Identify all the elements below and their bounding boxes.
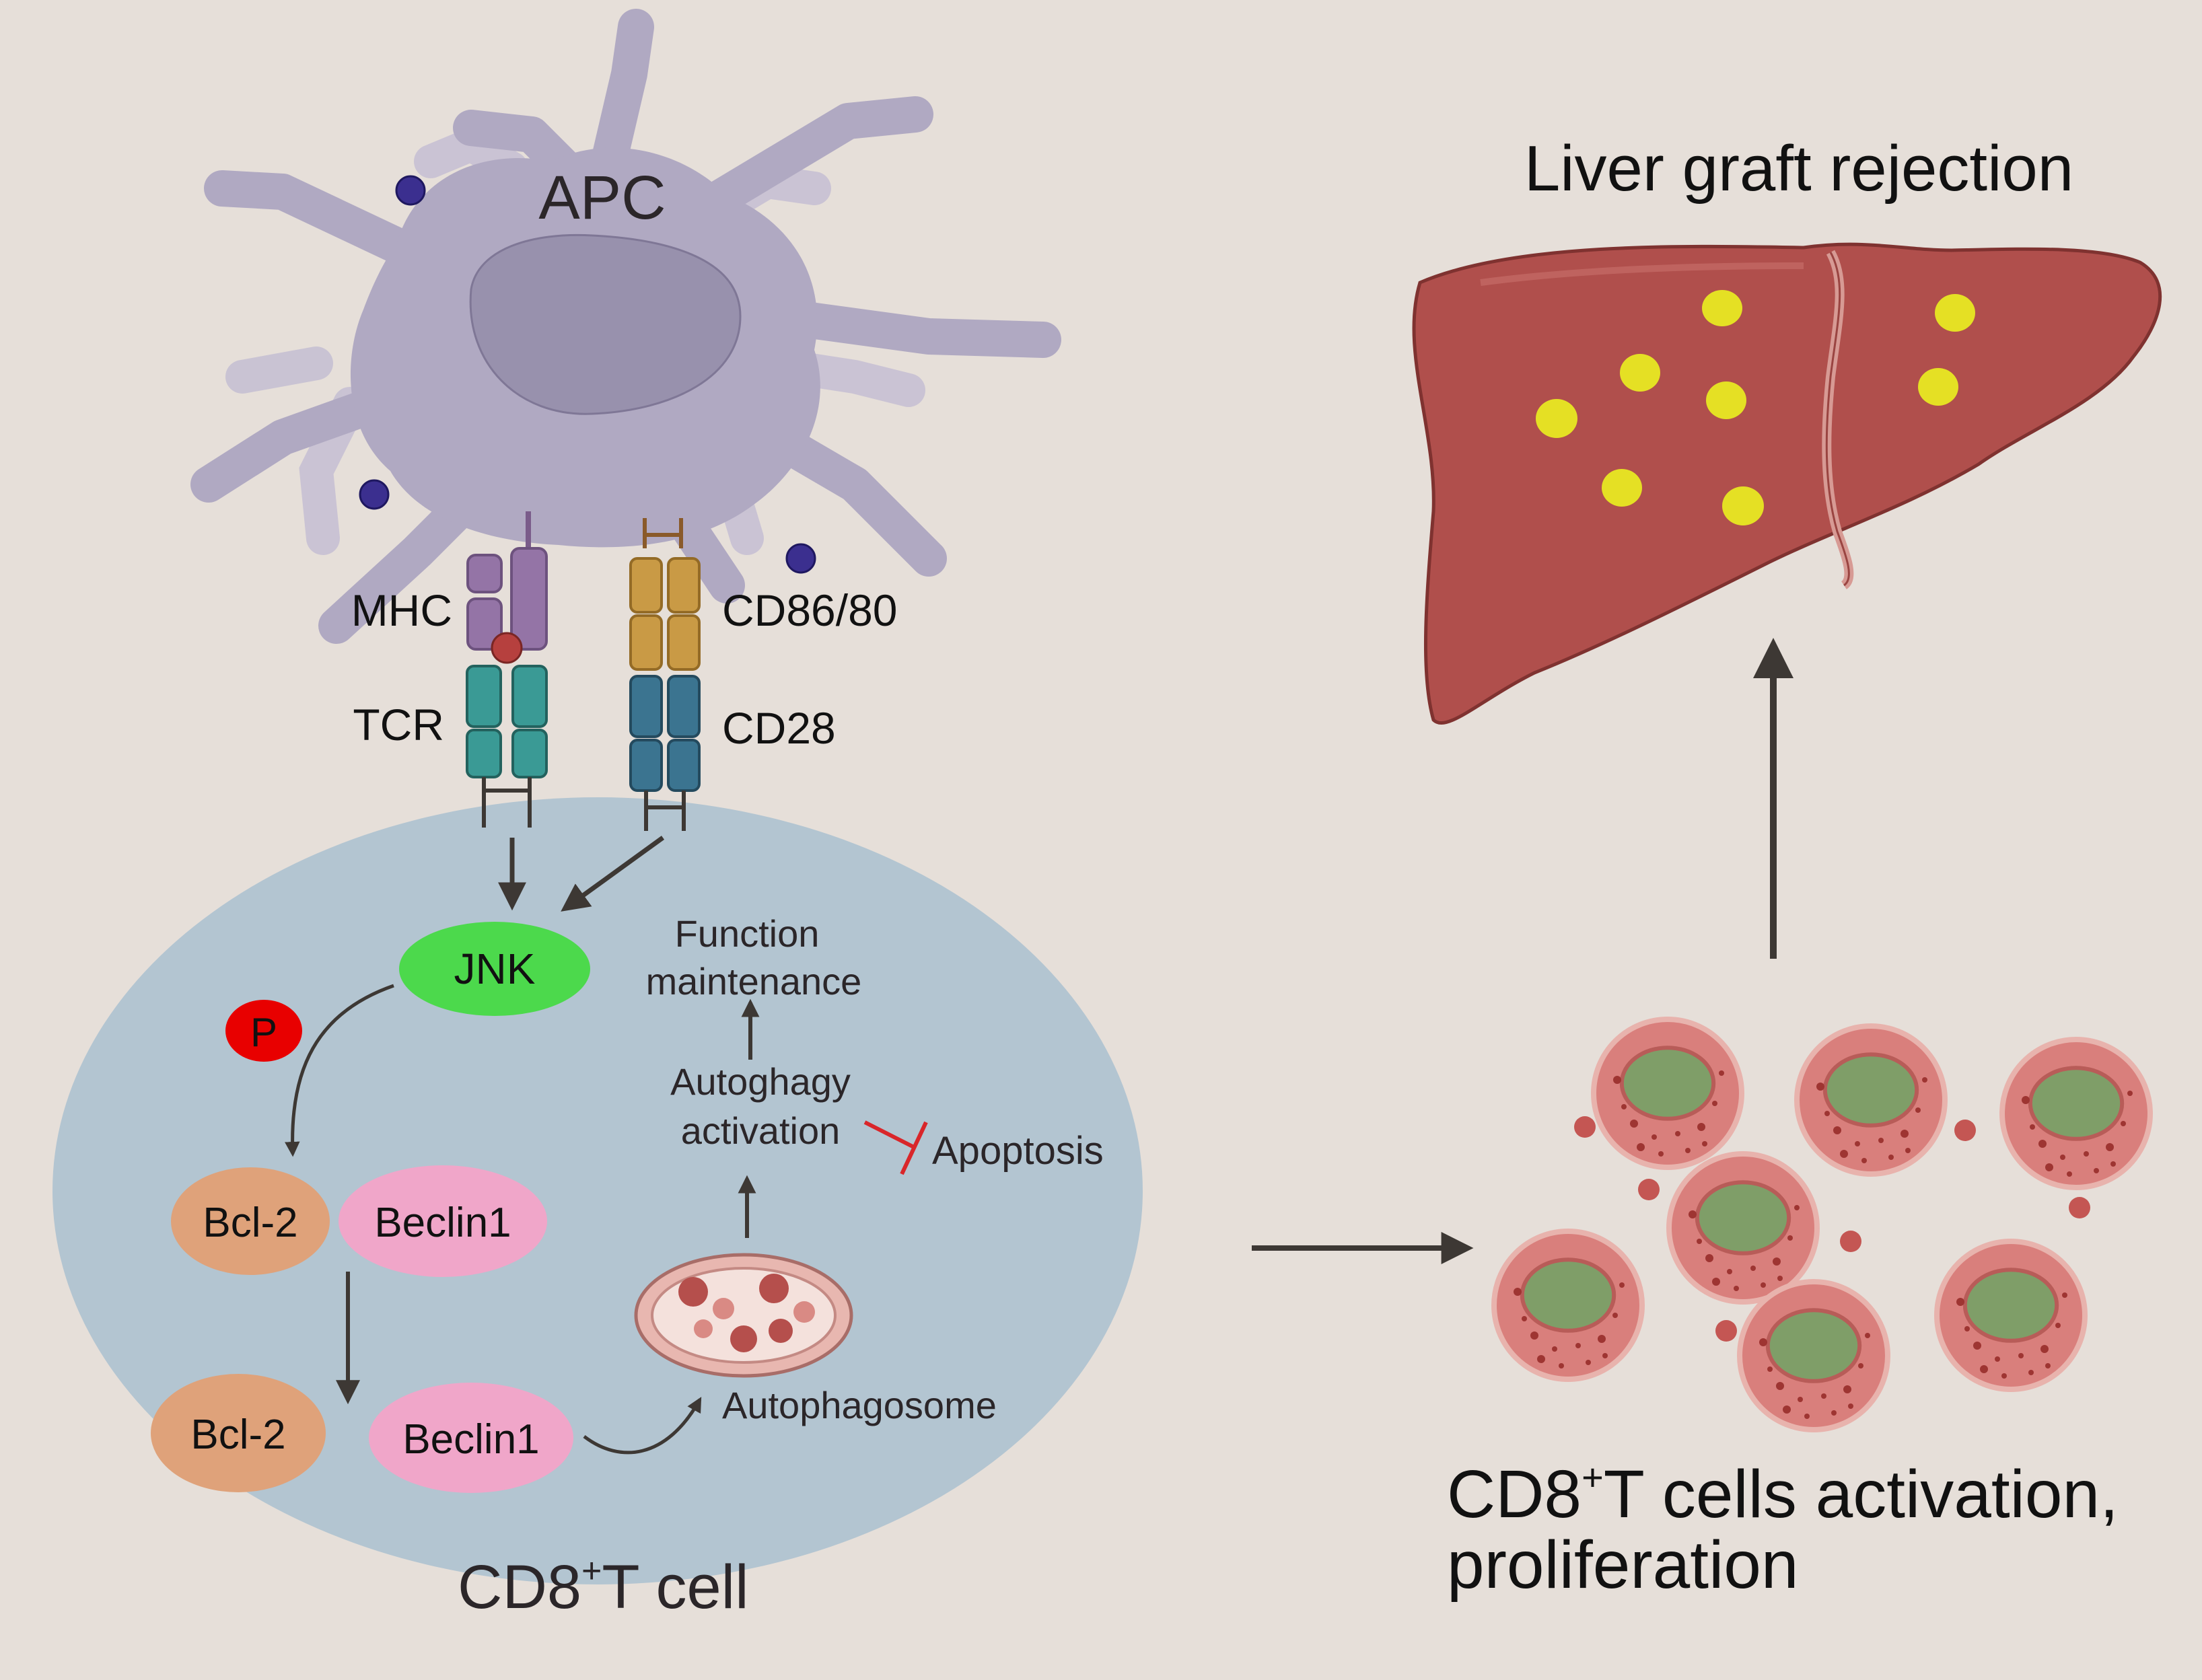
beclin1-node (369, 1383, 573, 1493)
cd86-molecule (667, 557, 701, 614)
cd28-molecule (629, 739, 663, 792)
cd28-to-jnk-arrow (561, 836, 665, 912)
beclin1-to-autophagosome-arrow (583, 1397, 702, 1455)
cd86-molecule (629, 557, 663, 614)
t-cell (1794, 1023, 1948, 1177)
antigen-peptide (491, 632, 523, 664)
function-maintenance-label-2: maintenance (646, 960, 862, 1002)
cd8-t-cell-label: CD8+T cell (458, 1551, 749, 1621)
autophagosome-label: Autophagosome (722, 1384, 997, 1426)
t-cell (1737, 1279, 1890, 1432)
antigen-dot (359, 479, 390, 510)
phosphorylation-badge (225, 1000, 302, 1062)
autophagosome (634, 1253, 853, 1378)
jnk-node (399, 922, 590, 1016)
t-cell (1999, 1037, 2153, 1190)
liver (1412, 242, 2162, 725)
tcr-molecule (466, 665, 502, 728)
autophagy-activation-label-2: activation (681, 1109, 841, 1152)
apc-nucleus (469, 233, 742, 415)
mhc-tcr-complex (466, 511, 548, 828)
tcr-label: TCR (353, 700, 444, 750)
activation-proliferation-label-2: proliferation (1447, 1527, 1799, 1603)
beclin1-node (339, 1165, 547, 1277)
jnk-label: JNK (454, 945, 536, 993)
beclin1-label: Beclin1 (374, 1200, 511, 1246)
apc-label: APC (538, 163, 666, 232)
tcr-molecule (466, 729, 502, 778)
t-cell (1934, 1239, 2088, 1392)
mhc-molecule (510, 547, 548, 651)
cd28-label: CD28 (722, 703, 836, 753)
apc-cell: APC (190, 9, 1061, 644)
mhc-molecule (466, 554, 503, 593)
activation-proliferation-label: CD8+T cells activation, (1447, 1456, 2119, 1532)
cd28-molecule (667, 739, 701, 792)
proliferating-t-cells (1491, 1017, 2153, 1432)
bcl2-label: Bcl-2 (190, 1412, 285, 1458)
bcl2-node (151, 1374, 326, 1492)
bcl2-node (171, 1167, 330, 1275)
mhc-label: MHC (351, 585, 452, 635)
autophagy-activation-label-1: Autoghagy (670, 1060, 851, 1103)
t-cell (1591, 1017, 1744, 1170)
t-cell (1491, 1229, 1645, 1382)
cd86-80-label: CD86/80 (722, 585, 898, 635)
liver-lesions (1536, 290, 1975, 525)
cd28-molecule (667, 675, 701, 738)
tcr-molecule (511, 665, 548, 728)
cd86-molecule (629, 614, 663, 671)
antigen-dot (785, 543, 816, 574)
cd28-molecule (629, 675, 663, 738)
bcl2-label: Bcl-2 (203, 1200, 297, 1246)
mhc-molecule (466, 597, 503, 651)
jnk-to-bcl2-arrow (285, 984, 394, 1157)
apoptosis-label: Apoptosis (932, 1129, 1104, 1173)
cd86-cd28-complex (629, 518, 701, 831)
tcr-molecule (511, 729, 548, 778)
cd8-t-cell-body (52, 797, 1143, 1584)
cd86-molecule (667, 614, 701, 671)
apoptosis-inhibition-bar (900, 1121, 928, 1175)
function-maintenance-label-1: Function (675, 912, 820, 955)
apoptosis-inhibition-line (863, 1120, 915, 1149)
beclin1-label: Beclin1 (402, 1416, 539, 1463)
liver-title: Liver graft rejection (1524, 133, 2073, 205)
antigen-dot (395, 175, 426, 206)
free-granules (1574, 1116, 2090, 1342)
t-cell (1666, 1151, 1820, 1305)
phosphorylation-label: P (250, 1010, 277, 1055)
